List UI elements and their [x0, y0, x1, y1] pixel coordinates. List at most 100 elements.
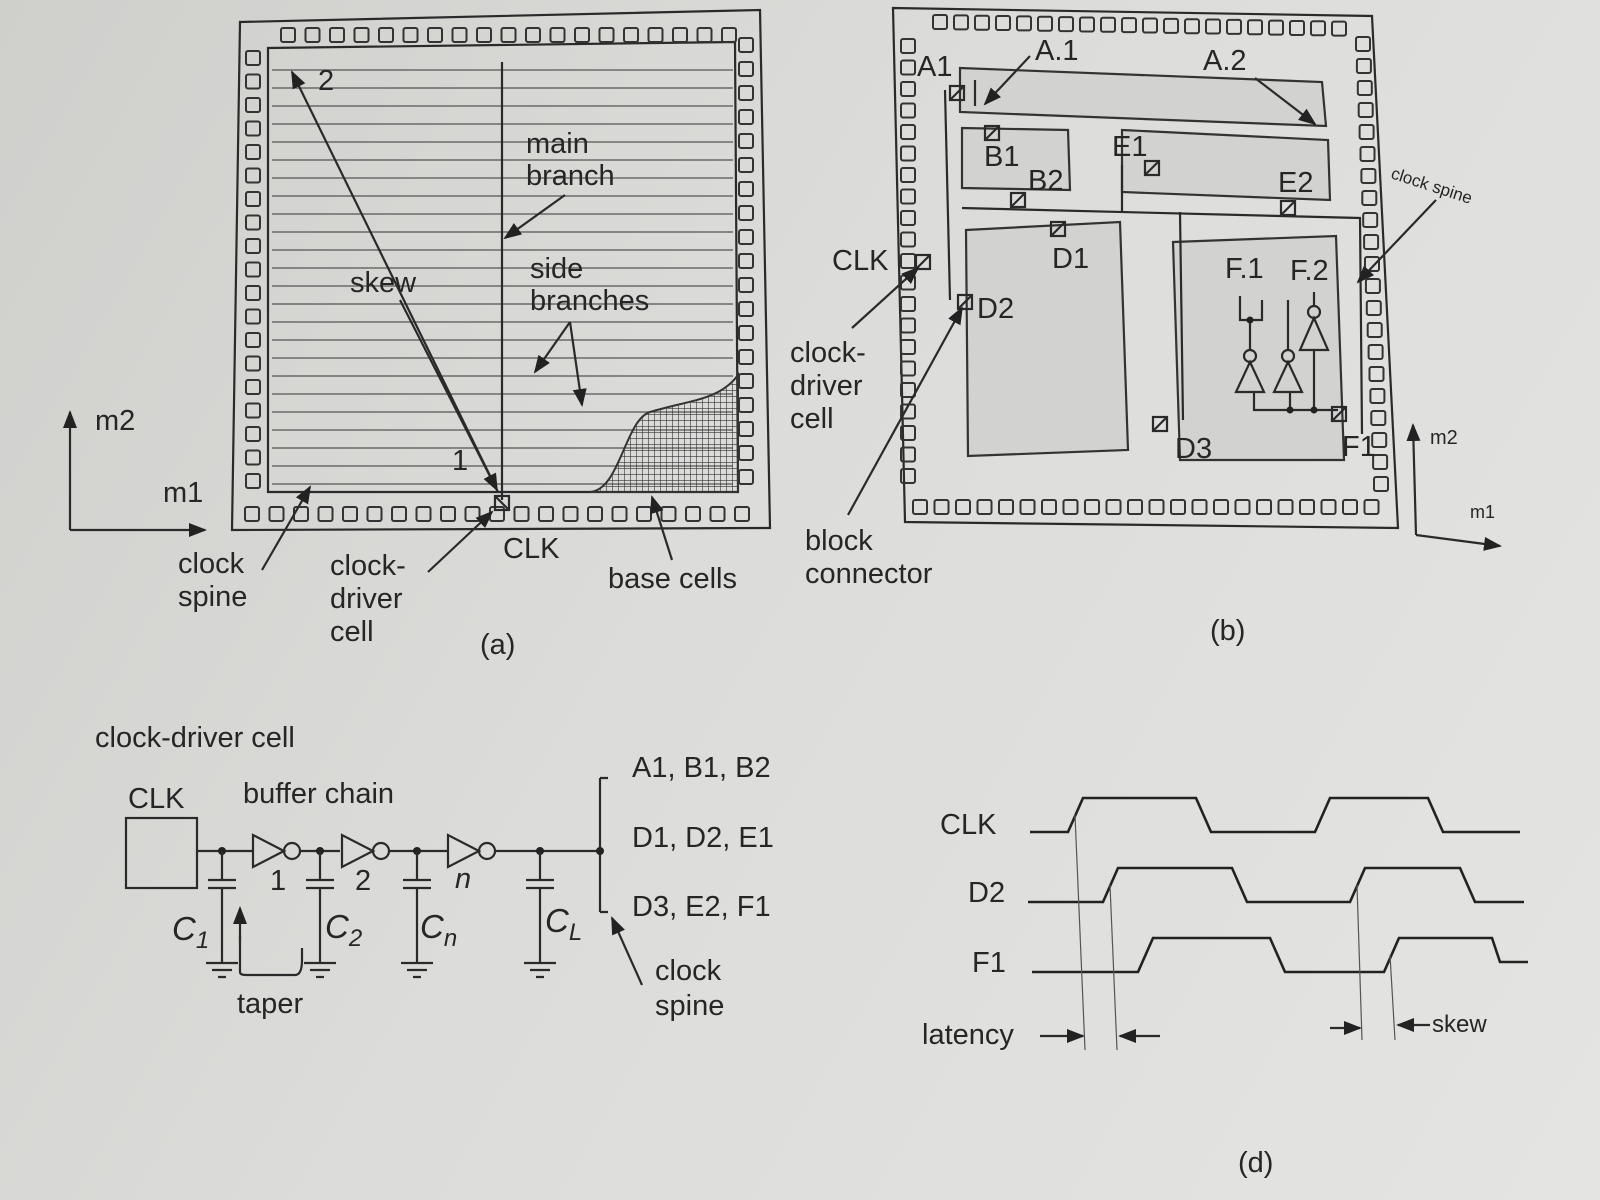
io-pad	[696, 27, 713, 43]
io-pad	[1163, 17, 1179, 34]
io-pad	[245, 379, 261, 395]
io-pad	[1084, 499, 1100, 515]
io-pad	[900, 360, 916, 377]
taper-label: taper	[237, 988, 303, 1020]
io-pad	[1058, 16, 1074, 33]
block-connector-arrow	[847, 306, 963, 516]
f1-signal-label: F1	[972, 947, 1006, 979]
output-group-3: D3, E2, F1	[632, 891, 771, 923]
io-pad	[995, 15, 1011, 32]
io-pad	[738, 421, 754, 437]
io-pad	[245, 308, 261, 325]
io-pad	[1373, 476, 1389, 492]
io-pad	[245, 144, 261, 160]
cn-label: Cn	[420, 908, 457, 952]
main-branch-label: main	[526, 128, 589, 160]
clock-driver-cell-label: clock-	[790, 337, 866, 369]
io-pad	[1127, 499, 1143, 515]
clock-spine-arrow	[610, 916, 644, 986]
io-pad	[1142, 17, 1158, 34]
block-connector	[1143, 159, 1161, 177]
io-pad	[245, 191, 261, 207]
block-connector-label: block	[805, 525, 873, 557]
capacitor-to-ground	[304, 847, 336, 979]
io-pad	[245, 214, 261, 231]
io-pad	[900, 102, 916, 119]
io-pad	[598, 27, 615, 43]
a-1-arrow	[983, 55, 1031, 106]
io-pad	[900, 468, 916, 484]
io-pad	[976, 499, 993, 515]
io-pad	[1041, 499, 1057, 515]
io-pad	[953, 14, 969, 31]
panel-b-caption: (b)	[1210, 615, 1245, 647]
clock-driver-cell-title: clock-driver cell	[95, 722, 295, 754]
io-pad	[623, 27, 639, 43]
block-a	[958, 66, 1328, 128]
io-pad	[245, 285, 261, 301]
base-cells-region	[589, 371, 739, 493]
io-pad	[1100, 16, 1116, 33]
io-pad	[900, 382, 916, 398]
clock-spine-label: spine	[178, 581, 247, 613]
io-pad	[1226, 18, 1242, 35]
io-pad	[738, 277, 754, 293]
m2-axis-arrow	[1406, 423, 1421, 536]
clk-waveform	[1030, 796, 1520, 834]
io-pad	[378, 27, 394, 43]
io-pad	[1370, 410, 1387, 426]
io-pad	[549, 27, 566, 43]
io-pad	[1062, 499, 1079, 515]
io-pad	[245, 50, 261, 66]
io-pad	[513, 506, 530, 522]
clock-spine-label: spine	[655, 990, 724, 1022]
clock-spine-arrow	[1356, 199, 1437, 284]
io-pad	[245, 332, 261, 348]
panel-c-clock-driver-circuit: clock-driver cell CLK buffer chain 1 2 n…	[95, 722, 774, 1022]
io-pad	[1362, 212, 1379, 228]
clock-driver-cell-label: driver	[330, 583, 403, 615]
block-connector	[914, 253, 932, 271]
io-pad	[1365, 300, 1382, 316]
io-pad	[1342, 499, 1358, 515]
io-pad	[738, 397, 754, 413]
d2-waveform	[1028, 866, 1524, 904]
stage-1-label: 1	[270, 865, 286, 897]
m2-axis-label: m2	[1430, 427, 1458, 449]
clock-driver-cell-label: cell	[790, 403, 834, 435]
output-group-1: A1, B1, B2	[632, 752, 771, 784]
io-pad	[900, 145, 916, 162]
io-pad	[245, 449, 261, 466]
taper-bracket	[238, 936, 304, 977]
io-pad	[738, 325, 754, 341]
clk-label: CLK	[832, 245, 889, 277]
side-branches-label: branches	[530, 285, 649, 317]
clock-driver-cell-label: clock-	[330, 550, 406, 582]
io-pad	[1368, 366, 1385, 382]
io-pad	[955, 499, 971, 515]
io-pad	[402, 27, 419, 43]
f-2-label: F.2	[1290, 255, 1329, 287]
side-branch-arrow-2	[568, 321, 587, 407]
io-pad	[647, 27, 664, 43]
block-connector	[1330, 405, 1348, 423]
io-pad	[738, 253, 754, 269]
main-branch-label: branch	[526, 160, 615, 192]
block-d	[964, 220, 1130, 458]
spine-wire	[1178, 211, 1185, 421]
clk-label: CLK	[503, 533, 560, 565]
d2-signal-label: D2	[968, 877, 1005, 909]
clock-spine-label: clock	[178, 548, 245, 580]
io-pad	[1299, 499, 1315, 515]
d3-label: D3	[1175, 433, 1212, 465]
io-pad	[900, 124, 916, 140]
block-connector	[1009, 191, 1027, 209]
point-1-label: 1	[452, 445, 468, 477]
io-pad	[1357, 102, 1374, 118]
io-pad	[1277, 499, 1294, 515]
io-pad	[932, 14, 948, 30]
skew-arrow-up	[291, 70, 499, 493]
clk-signal-label: CLK	[940, 809, 997, 841]
b2-label: B2	[1028, 165, 1063, 197]
a-2-label: A.2	[1203, 45, 1247, 77]
